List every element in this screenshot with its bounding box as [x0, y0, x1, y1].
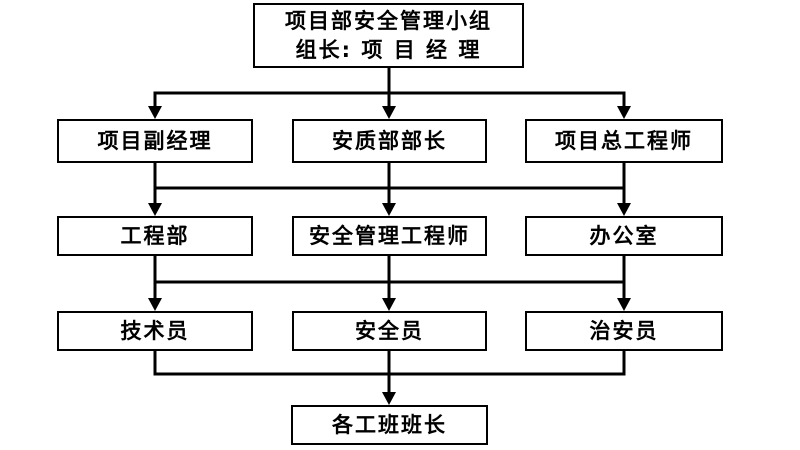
arrowhead-down: [382, 392, 396, 405]
arrowhead-down: [148, 298, 162, 311]
node-safety-quality-dept-head: 安质部部长: [292, 119, 487, 163]
arrowhead-down: [382, 298, 396, 311]
node-security-officer: 治安员: [525, 311, 723, 351]
node-technician: 技术员: [57, 311, 253, 351]
node-label: 工程部: [120, 223, 190, 248]
node-label: 各工班班长: [332, 412, 447, 437]
arrowhead-down: [382, 203, 396, 216]
connector-row2-to-row3: [148, 163, 631, 216]
node-title-line2: 组长: 项 目 经 理: [295, 37, 482, 62]
arrowhead-down: [617, 203, 631, 216]
node-label: 治安员: [589, 318, 659, 343]
node-label: 安全管理工程师: [309, 223, 470, 248]
node-work-shift-leaders: 各工班班长: [291, 405, 488, 445]
node-label: 安质部部长: [332, 128, 447, 153]
node-label: 技术员: [120, 318, 190, 343]
node-label: 项目总工程师: [555, 128, 693, 153]
node-label: 项目副经理: [97, 128, 213, 153]
node-label: 安全员: [355, 318, 424, 343]
node-safety-management-group: 项目部安全管理小组 组长: 项 目 经 理: [253, 3, 524, 68]
node-safety-officer: 安全员: [292, 311, 487, 351]
arrowhead-down: [617, 106, 631, 119]
node-engineering-dept: 工程部: [57, 216, 253, 256]
connector-row4-to-bottom: [153, 351, 626, 405]
node-office: 办公室: [525, 216, 723, 256]
arrowhead-down: [148, 203, 162, 216]
node-label: 办公室: [589, 223, 659, 248]
connector-row3-to-row4: [148, 256, 631, 311]
node-chief-engineer: 项目总工程师: [525, 119, 723, 163]
arrowhead-down: [148, 106, 162, 119]
node-deputy-project-manager: 项目副经理: [57, 119, 253, 163]
node-title-line1: 项目部安全管理小组: [285, 9, 492, 34]
arrowhead-down: [382, 106, 396, 119]
node-safety-management-engineer: 安全管理工程师: [292, 216, 487, 256]
connector-top-to-row2: [148, 68, 631, 119]
arrowhead-down: [617, 298, 631, 311]
